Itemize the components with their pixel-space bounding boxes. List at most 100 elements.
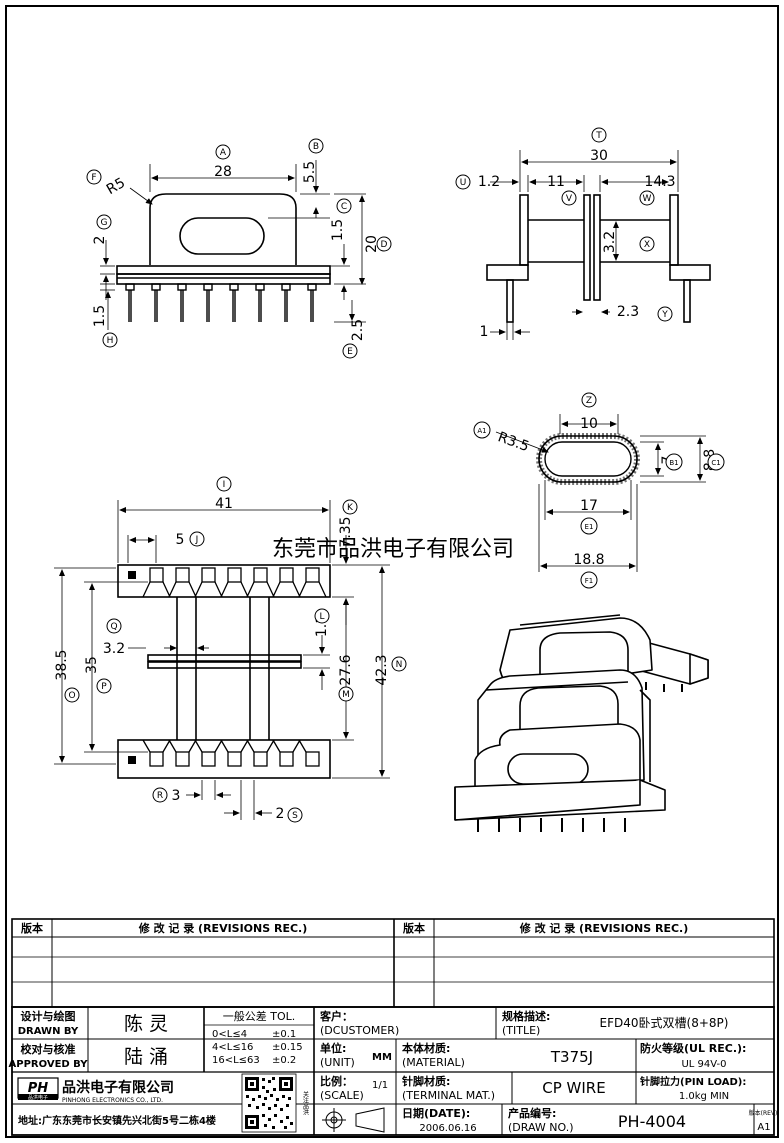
marker-B1: B1 (669, 459, 678, 467)
marker-F1: F1 (585, 577, 593, 585)
marker-R: R (157, 791, 163, 801)
tolerance-block: 一般公差 TOL. 0<L≤4 ±0.1 4<L≤16 ±0.15 16<L≤6… (204, 1009, 314, 1066)
approver-label-en: APPROVED BY (9, 1059, 89, 1070)
scale-label: 比例： (320, 1074, 353, 1088)
watermark: 东莞市品洪电子有限公司 (272, 537, 514, 562)
dim-Y-value: 2.3 (617, 304, 639, 320)
marker-N: N (396, 660, 403, 670)
dim-J-value: 5 (176, 532, 185, 548)
dim-B-value: 5.5 (302, 161, 318, 183)
company-address: 地址:广东东莞市长安镇先兴北街5号二栋4楼 (18, 1114, 216, 1127)
dim-T-value: 30 (590, 148, 608, 164)
drawno-label: 产品编号: (508, 1106, 556, 1120)
dim-O-value: 38.5 (54, 649, 70, 680)
dim-N-value: 42.3 (374, 654, 390, 685)
dim-I-value: 41 (215, 496, 233, 512)
title-block-fields: 客户： (DCUSTOMER) 规格描述: (TITLE) EFD40卧式双槽(… (319, 1009, 779, 1134)
plan-view (117, 564, 331, 779)
pinload-label: 针脚拉力(PIN LOAD): (640, 1075, 746, 1088)
designer-label-en: DRAWN BY (18, 1026, 79, 1037)
marker-T: T (595, 131, 602, 141)
material-label: 本体材质: (402, 1041, 450, 1055)
tol-row-3-value: ±0.2 (272, 1055, 296, 1066)
dim-A-value: 28 (214, 164, 232, 180)
marker-P: P (101, 682, 107, 692)
company-logo: PH (28, 1081, 49, 1096)
dim-1-value: 1 (480, 324, 489, 340)
marker-H: H (107, 336, 114, 346)
dim-D-value: 20 (364, 235, 380, 253)
approver-label-cn: 校对与核准 (21, 1042, 76, 1056)
rev-label: 版本(REV): (749, 1109, 780, 1117)
revisions-header: 版本 修 改 记 录 (REVISIONS REC.) 版本 修 改 记 录 (… (21, 921, 688, 935)
company-block: PH 品洪电子 品洪电子有限公司 PINHONG ELECTRONICS CO.… (17, 1077, 216, 1127)
drawno-value: PH-4004 (618, 1112, 686, 1131)
marker-F: F (91, 173, 96, 183)
side-view-dims (490, 150, 679, 340)
title-label: 规格描述: (502, 1009, 550, 1023)
dim-M-value: 27.6 (338, 654, 354, 685)
scale-value: 1/1 (372, 1080, 388, 1091)
material-label-en: (MATERIAL) (402, 1056, 465, 1069)
window-section-dims (495, 414, 706, 572)
marker-V: V (566, 194, 573, 204)
dim-R-value: 3 (172, 788, 181, 804)
marker-G: G (101, 218, 108, 228)
marker-W: W (643, 194, 652, 204)
marker-K: K (347, 503, 354, 513)
marker-M: M (342, 690, 350, 700)
window-section-markers: Z A1 B1 C1 E1 F1 (473, 392, 725, 589)
marker-S: S (292, 811, 298, 821)
marker-X: X (644, 240, 650, 250)
marker-O: O (68, 691, 75, 701)
side-view-markers: T U V W X Y (455, 127, 673, 322)
marker-E1: E1 (585, 523, 594, 531)
date-label: 日期(DATE): (402, 1106, 470, 1120)
company-name-en: PINHONG ELECTRONICS CO., LTD. (62, 1097, 163, 1104)
title-block-people: 设计与绘图 DRAWN BY 陈 灵 校对与核准 APPROVED BY 陆 涌 (9, 1009, 169, 1070)
tol-row-2-value: ±0.15 (272, 1042, 303, 1053)
dim-W-value: 14.3 (644, 174, 675, 190)
front-view-markers: A B C D E F G H (86, 138, 392, 359)
plan-view-markers: I J K L M N O P Q R S (64, 476, 407, 823)
title-value: EFD40卧式双槽(8+8P) (600, 1016, 729, 1030)
dim-S-value: 2 (276, 806, 285, 822)
marker-L: L (319, 612, 324, 622)
plan-view-labels: 41 5 7.35 1.1 27.6 42.3 38.5 35 3.2 3 2 (54, 496, 390, 822)
dim-K-value: 7.35 (338, 516, 354, 547)
marker-Q: Q (110, 622, 117, 632)
front-view (116, 193, 331, 322)
qr-side-text: 关注品洪 (302, 1090, 309, 1116)
dim-C-value: 1.5 (330, 219, 346, 241)
dim-F1-value: 18.8 (573, 552, 604, 568)
fire-value: UL 94V-0 (681, 1059, 726, 1070)
marker-D: D (381, 240, 388, 250)
marker-E: E (347, 347, 353, 357)
marker-Z: Z (586, 396, 592, 406)
designer-label-cn: 设计与绘图 (21, 1009, 76, 1023)
pinload-value: 1.0kg MIN (679, 1091, 729, 1102)
marker-Y: Y (661, 310, 668, 320)
material-value: T375J (550, 1048, 593, 1066)
plan-view-dims (54, 500, 390, 820)
dim-F-value: R5 (104, 175, 128, 198)
dim-X-value: 3.2 (602, 231, 618, 253)
date-value: 2006.06.16 (419, 1123, 476, 1134)
front-view-dims (100, 160, 366, 330)
tol-row-3-range: 16<L≤63 (212, 1055, 260, 1066)
marker-A: A (220, 148, 227, 158)
projection-symbol-icon (322, 1107, 385, 1133)
isometric-view (454, 614, 709, 832)
sheet-border (5, 5, 779, 1138)
side-view (486, 194, 711, 323)
marker-A1: A1 (477, 427, 486, 435)
terminal-label: 针脚材质: (402, 1074, 450, 1088)
dim-U-value: 1.2 (478, 174, 500, 190)
dim-P-value: 35 (84, 656, 100, 674)
unit-value: MM (372, 1052, 392, 1063)
terminal-value: CP WIRE (542, 1079, 605, 1097)
window-section-view (536, 433, 640, 485)
customer-label: 客户： (319, 1009, 353, 1023)
